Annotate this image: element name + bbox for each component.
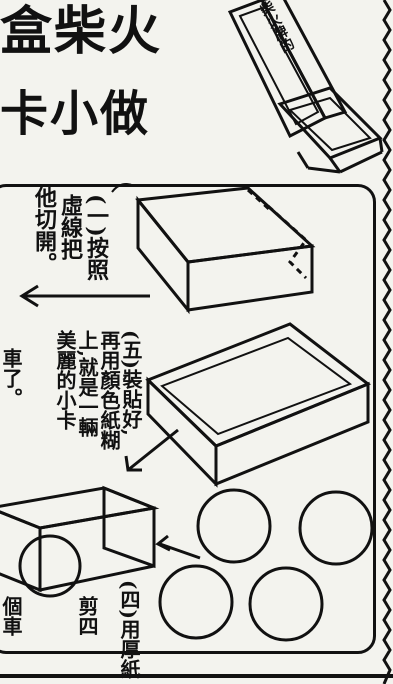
instruction-panel — [0, 184, 376, 654]
arrow — [19, 284, 150, 308]
open-box-illustration — [145, 322, 371, 488]
step1-col2: 虛線把 — [57, 194, 83, 260]
step5-col4: 美麗的小卡 — [53, 330, 77, 430]
title-line-1: 盒柴火 — [0, 1, 163, 62]
step5-col2: 再用顏色紙糊 — [97, 330, 121, 450]
step4-col2: 剪四 — [75, 596, 99, 636]
step5-col1: (五)裝貼好, — [119, 330, 143, 436]
step1-col1: (一)按照 — [83, 194, 109, 281]
truck-illustration — [0, 485, 160, 598]
arrow — [155, 534, 201, 560]
step1-col3: 他切開。 — [31, 186, 57, 274]
arrow — [124, 428, 179, 472]
step4-col3: 個車 — [0, 596, 23, 636]
matchbox-illustration — [227, 0, 384, 174]
right-border — [382, 0, 392, 684]
title-line-2: 卡小做 — [0, 86, 151, 142]
matchbox-cut-illustration — [111, 183, 316, 315]
wheel-circle — [158, 488, 374, 642]
step5-col5: 車了。 — [0, 348, 23, 408]
step4-col1: (四)用厚紙 — [117, 580, 141, 679]
step5-col3: 上,就是一輛 — [75, 330, 99, 437]
